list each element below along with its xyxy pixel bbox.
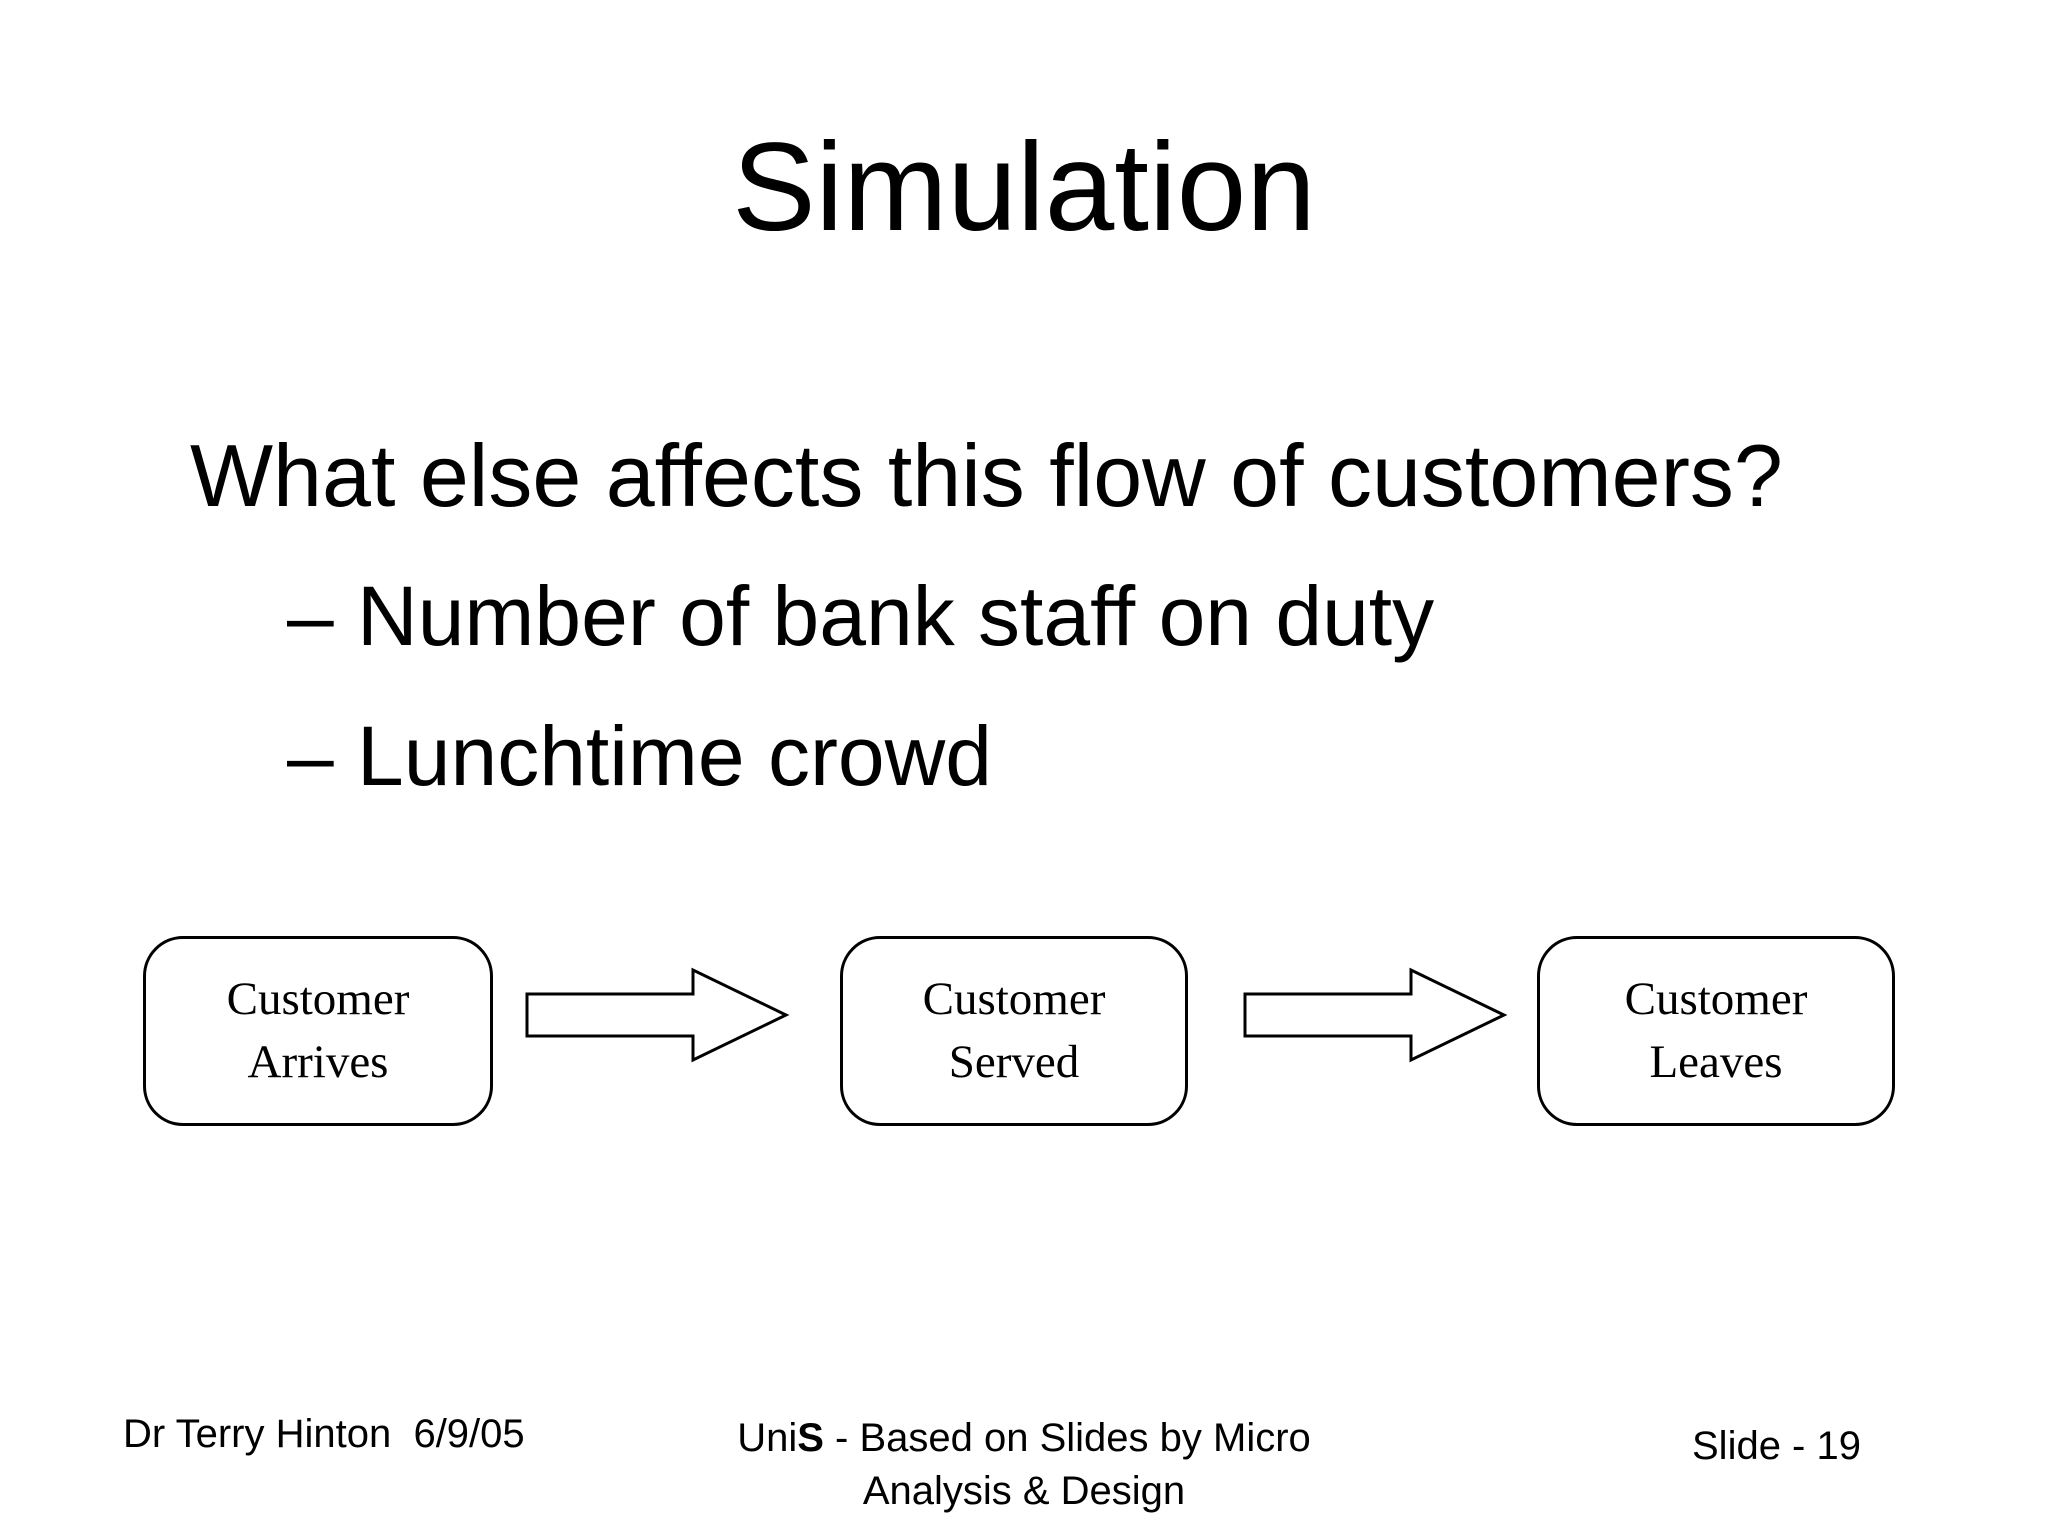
slide-number: Slide - 19 (1692, 1424, 1861, 1468)
footer-credit-line1: UniS - Based on Slides by Micro (737, 1416, 1311, 1460)
flow-box-label-line1: Customer (226, 973, 410, 1026)
right-block-arrow-icon (1243, 967, 1508, 1063)
flow-box-customer-served: Customer Served (840, 936, 1188, 1126)
flow-box-label-line2: Served (948, 1036, 1080, 1088)
flow-box-customer-leaves: Customer Leaves (1537, 936, 1895, 1126)
footer-author-date: Dr Terry Hinton 6/9/05 (123, 1412, 525, 1456)
flow-box-customer-arrives: Customer Arrives (143, 936, 493, 1126)
bullet-lunchtime-crowd: – Lunchtime crowd (287, 709, 993, 803)
flow-box-label-line2: Leaves (1649, 1036, 1783, 1088)
bullet-bank-staff: – Number of bank staff on duty (287, 569, 1435, 663)
footer-credit-bold-s: S (797, 1416, 824, 1460)
footer-credit-rest: - Based on Slides by Micro (823, 1416, 1311, 1460)
flow-box-label-line2: Arrives (247, 1036, 389, 1088)
customer-flow-diagram: Customer Arrives Customer Served Custome… (0, 900, 2048, 1200)
right-block-arrow-icon (525, 967, 790, 1063)
slide-title: Simulation (732, 118, 1316, 257)
footer-credit-prefix: Uni (737, 1416, 798, 1460)
flow-box-label-line1: Customer (922, 973, 1106, 1026)
footer-credit-line2: Analysis & Design (862, 1468, 1186, 1513)
footer-credit: UniS - Based on Slides by Micro Analysis… (0, 1412, 2048, 1518)
question-text: What else affects this flow of customers… (190, 426, 1783, 525)
flow-box-label-line1: Customer (1624, 973, 1808, 1026)
